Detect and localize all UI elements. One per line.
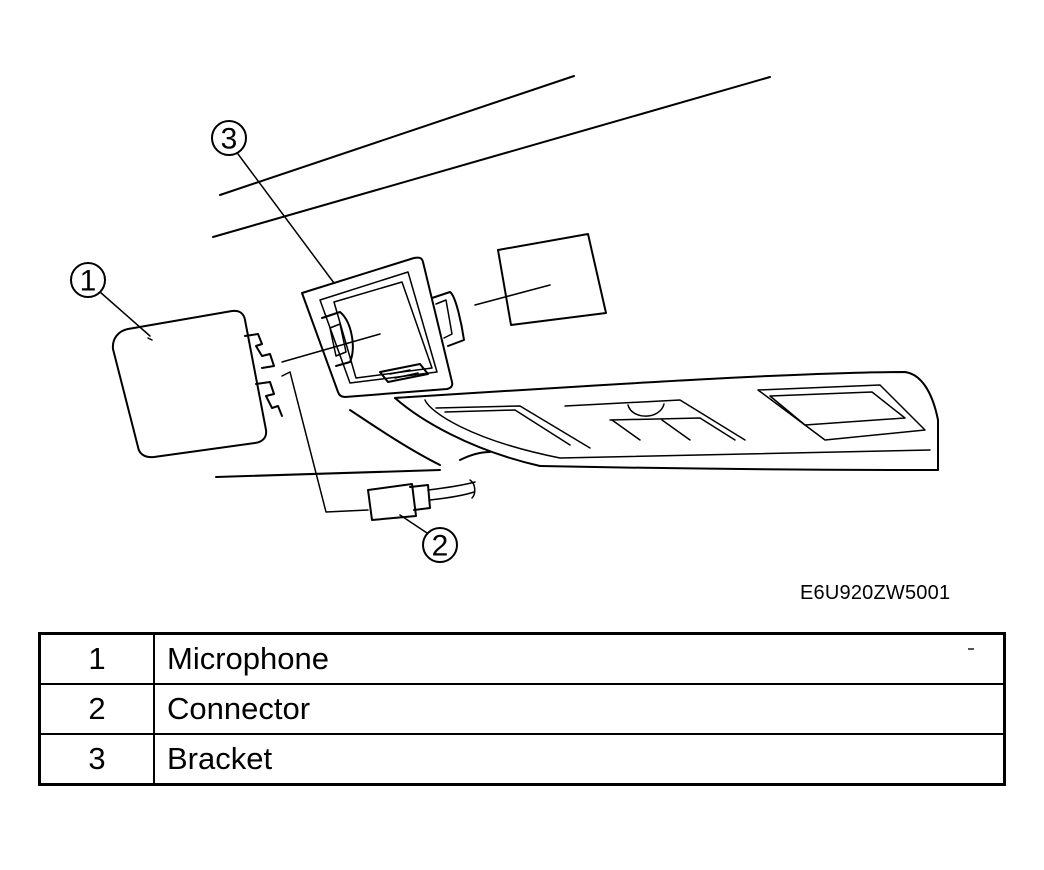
microphone: [113, 311, 380, 457]
legend-label: Bracket: [153, 733, 1006, 786]
microphone-installation-illustration: 3 1 2: [0, 0, 1044, 610]
table-row: 3 Bracket: [38, 733, 1006, 786]
table-row: 1 Microphone: [38, 632, 1006, 685]
legend-number: 2: [38, 683, 155, 735]
adhesive-pad: [475, 234, 606, 325]
legend-table: 1 Microphone 2 Connector 3 Bracket: [38, 632, 1006, 786]
connector: [282, 372, 475, 520]
figure-code: E6U920ZW5001: [800, 582, 951, 604]
legend-number: 1: [38, 632, 155, 685]
callout-number: 3: [221, 123, 238, 156]
legend-label: Connector: [153, 683, 1006, 735]
callout-number: 2: [432, 530, 449, 563]
table-row: 2 Connector: [38, 683, 1006, 735]
callout-2: 2: [423, 528, 457, 563]
callout-3: 3: [212, 121, 246, 156]
legend-label: Microphone: [153, 632, 1006, 685]
callout-number: 1: [80, 265, 97, 298]
leader-lines: [100, 150, 427, 533]
headliner-lines: [213, 76, 770, 237]
legend-number: 3: [38, 733, 155, 786]
bracket: [302, 258, 464, 397]
callout-1: 1: [71, 263, 105, 298]
overhead-console: [216, 372, 938, 477]
